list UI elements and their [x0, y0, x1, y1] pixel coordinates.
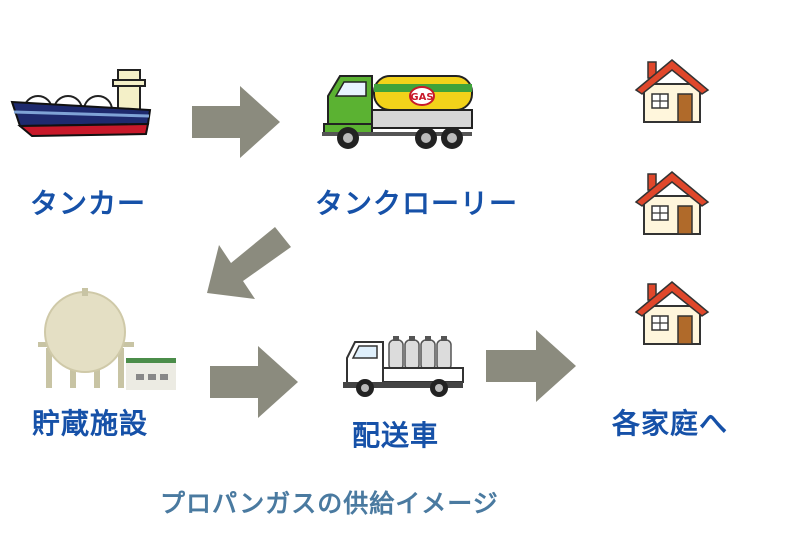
arrow-icon [192, 86, 280, 158]
ship-icon [10, 69, 152, 138]
node-label-tanker: タンカー [30, 187, 147, 220]
gas-mark-text: GAS [410, 92, 433, 103]
arrow-icon [207, 227, 291, 299]
arrow-icon [486, 330, 576, 402]
arrow-icon [210, 346, 298, 418]
node-label-homes: 各家庭へ [612, 407, 729, 440]
node-label-storage: 貯蔵施設 [32, 407, 149, 440]
delivery-truck-icon [343, 336, 464, 397]
storage-tank-icon [38, 288, 176, 390]
tank-lorry-icon: GAS [322, 75, 473, 149]
house-icon [634, 171, 710, 235]
node-label-tank-lorry: タンクローリー [315, 187, 519, 220]
house-icon [634, 281, 710, 345]
diagram-caption: プロパンガスの供給イメージ [160, 489, 499, 518]
house-icon [634, 59, 710, 123]
node-label-delivery: 配送車 [352, 419, 440, 452]
